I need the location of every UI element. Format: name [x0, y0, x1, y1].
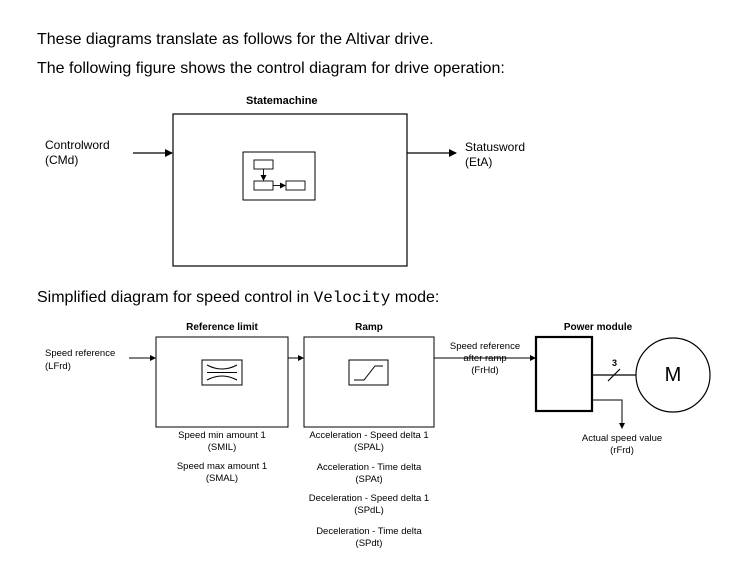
power-module-title: Power module	[563, 322, 633, 333]
ramp-param-code: (SPdt)	[355, 538, 383, 549]
ref-limit-param-code: (SMIL)	[207, 442, 237, 453]
ramp-title: Ramp	[355, 322, 383, 333]
ramp-param-code: (SPAt)	[355, 474, 383, 485]
after-ramp-line-1: Speed reference	[449, 341, 521, 352]
ramp-param-code: (SPdL)	[354, 505, 384, 516]
ref-limit-param-code: (SMAL)	[205, 473, 239, 484]
speed-caption-suffix: mode:	[394, 289, 440, 306]
motor-letter: M	[664, 364, 682, 386]
ref-limit-param-label: Speed max amount 1	[176, 461, 268, 472]
ramp-icon	[348, 359, 389, 386]
reference-limit-title: Reference limit	[186, 322, 258, 333]
statemachine-block	[172, 113, 408, 267]
intro-line-1: These diagrams translate as follows for …	[37, 31, 434, 48]
actual-speed-arrow	[592, 399, 625, 429]
ramp-param-code: (SPAL)	[354, 442, 384, 453]
speed-caption: Simplified diagram for speed control in …	[37, 289, 439, 307]
speed-ref-label: Speed reference	[45, 348, 116, 359]
statemachine-title: Statemachine	[246, 95, 318, 107]
phase-count: 3	[612, 358, 618, 368]
speed-caption-prefix: Simplified diagram for speed control in	[37, 289, 310, 306]
statusword-code: (EtA)	[465, 155, 493, 169]
intro-line-2: The following figure shows the control d…	[37, 60, 505, 77]
speed-caption-mode: Velocity	[313, 289, 391, 307]
actual-speed-code: (rFrd)	[610, 445, 634, 456]
actual-speed-label: Actual speed value	[581, 433, 663, 444]
power-module-block	[534, 335, 594, 413]
phase-slash	[607, 368, 621, 382]
speed-ref-code: (LFrd)	[45, 361, 71, 372]
ramp-param-label: Deceleration - Speed delta 1	[308, 493, 430, 504]
controlword-label: Controlword	[45, 138, 110, 152]
statusword-label: Statusword	[465, 140, 526, 154]
controlword-code: (CMd)	[45, 153, 79, 167]
ref-limit-param-label: Speed min amount 1	[178, 430, 266, 441]
ramp-param-label: Acceleration - Time delta	[316, 462, 422, 473]
limiter-icon	[201, 359, 243, 386]
ramp-param-label: Acceleration - Speed delta 1	[309, 430, 429, 441]
state-flow-icon	[253, 159, 306, 191]
ramp-param-label: Deceleration - Time delta	[316, 526, 422, 537]
after-ramp-line-2: after ramp	[463, 353, 507, 364]
ramp-block	[303, 336, 435, 428]
reference-limit-block	[155, 336, 289, 428]
after-ramp-code: (FrHd)	[471, 365, 499, 376]
